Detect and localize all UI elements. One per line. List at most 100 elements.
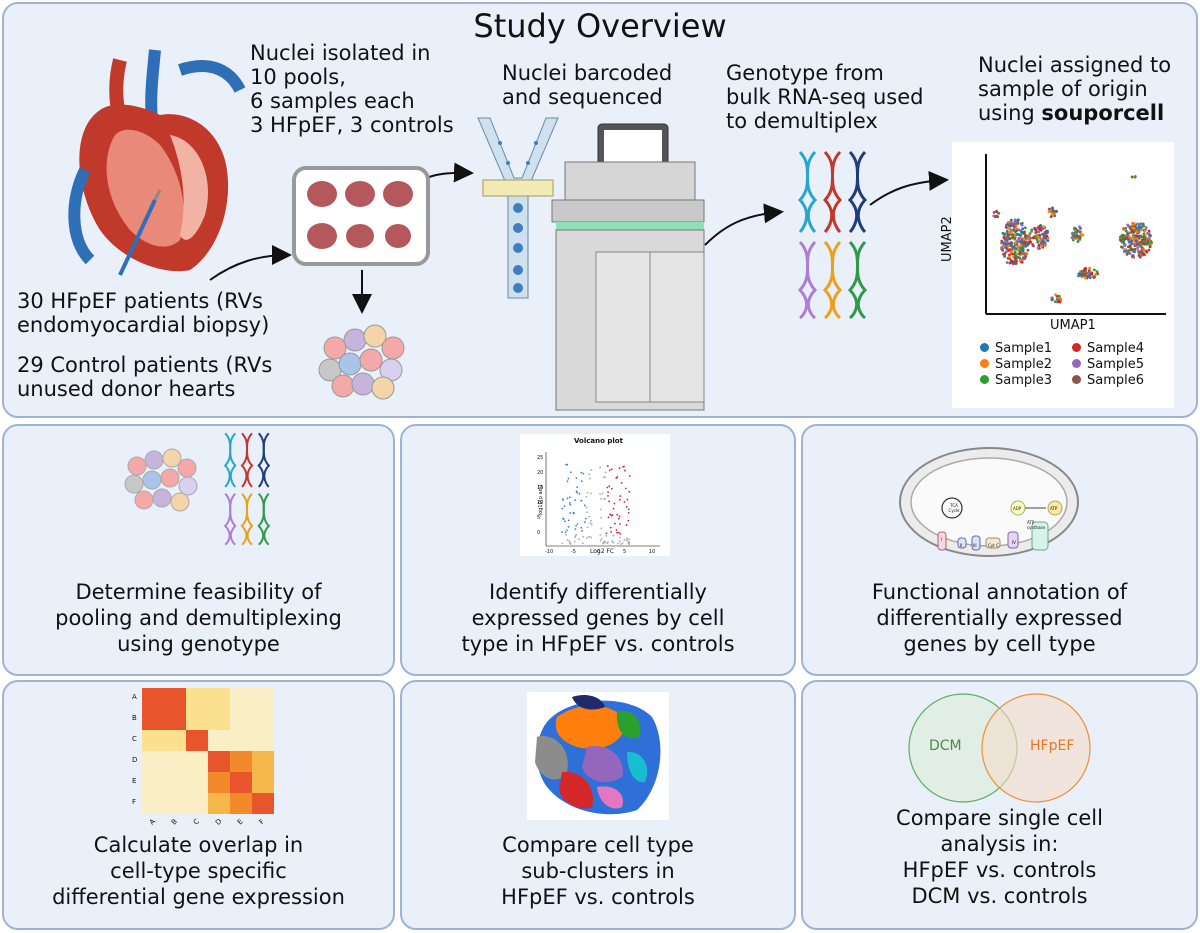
umap-point: [1040, 244, 1044, 248]
umap-point: [1026, 248, 1030, 252]
volcano-point: [615, 529, 618, 531]
umap-point: [1130, 240, 1133, 243]
umap-point: [1033, 228, 1037, 232]
umap-point: [1039, 241, 1043, 245]
volcano-point: [610, 468, 613, 471]
subcluster-umap-illustration: [527, 692, 669, 820]
aim1-line3: using genotype: [117, 632, 280, 656]
umap-point: [1016, 244, 1020, 248]
umap-point: [1149, 243, 1153, 246]
arrow-to-pools: [209, 162, 949, 314]
volcano-point: [613, 502, 616, 505]
volcano-point: [615, 477, 618, 479]
volcano-point: [568, 502, 571, 504]
sequencer-illustration: [551, 123, 705, 411]
aim4-line3: differential gene expression: [52, 885, 345, 909]
assigned-line3-prefix: using: [978, 101, 1042, 125]
umap-point: [1014, 253, 1018, 257]
volcano-point: [609, 526, 612, 529]
umap-point: [1139, 240, 1143, 244]
umap-point: [1131, 249, 1135, 253]
volcano-ytick: 0: [537, 530, 541, 536]
umap-point: [1051, 212, 1055, 216]
volcano-point: [562, 498, 564, 501]
mito-complex3-label: III: [973, 543, 977, 548]
umap-point: [1132, 230, 1135, 234]
volcano-point: [619, 495, 622, 497]
aim1-line1: Determine feasibility of: [75, 580, 322, 604]
volcano-point: [570, 471, 572, 474]
volcano-point: [627, 508, 630, 511]
volcano-xtick: 5: [623, 549, 627, 555]
volcano-point: [627, 519, 630, 522]
umap-point: [1031, 243, 1035, 247]
volcano-point: [606, 465, 609, 467]
dna-illustration: [797, 150, 868, 320]
umap-point: [1138, 226, 1142, 230]
volcano-point: [623, 465, 625, 468]
umap-point: [1010, 259, 1014, 263]
umap-point: [1145, 250, 1149, 254]
umap-point: [1094, 272, 1098, 276]
aim4-line2: cell-type specific: [110, 859, 287, 883]
volcano-point: [618, 523, 621, 525]
umap-point: [1036, 246, 1040, 250]
volcano-point: [590, 536, 593, 539]
umap-point: [1031, 236, 1035, 240]
assigned-line3: using souporcell: [978, 101, 1164, 125]
volcano-point: [620, 481, 623, 484]
heatmap-cell: [142, 751, 164, 772]
volcano-point: [561, 542, 564, 545]
volcano-plot: [520, 434, 670, 556]
umap-point: [1079, 232, 1083, 236]
umap-point: [1010, 221, 1014, 225]
umap-point: [1046, 237, 1050, 240]
umap-point: [1127, 240, 1131, 244]
umap-point: [1043, 236, 1047, 240]
umap-point: [1008, 233, 1012, 236]
volcano-point: [619, 536, 622, 539]
volcano-point: [599, 466, 601, 469]
umap-point: [1121, 237, 1125, 241]
aim3-line2: differentially expressed: [876, 606, 1123, 630]
volcano-point: [625, 506, 628, 508]
umap-point: [1015, 239, 1019, 243]
legend-item: Sample4: [1072, 341, 1144, 356]
volcano-point: [602, 476, 605, 479]
volcano-point: [624, 469, 626, 472]
heatmap-cell: [164, 688, 186, 709]
volcano-point: [628, 475, 631, 477]
umap-point: [1074, 235, 1077, 238]
genotype-line3: to demultiplex: [726, 109, 878, 133]
umap-point: [1011, 248, 1014, 251]
aim2-line1: Identify differentially: [489, 580, 707, 604]
volcano-point: [590, 469, 593, 471]
umap-point: [1136, 249, 1140, 253]
umap-point: [1011, 252, 1014, 256]
umap-point: [1124, 237, 1127, 241]
umap-point: [1131, 223, 1135, 227]
heatmap-cell: [252, 730, 274, 751]
volcano-point: [614, 522, 616, 525]
volcano-point: [608, 500, 611, 503]
mitochondrion-illustration: [899, 447, 1079, 557]
legend-label: Sample2: [995, 357, 1053, 372]
volcano-point: [576, 523, 579, 525]
umap-point: [1122, 249, 1126, 253]
volcano-xtick: 0: [597, 549, 601, 555]
volcano-point: [605, 532, 608, 535]
volcano-point: [608, 469, 611, 472]
volcano-point: [575, 524, 577, 527]
heatmap-cell: [252, 772, 274, 793]
heatmap-cell: [252, 751, 274, 772]
umap-point: [1126, 223, 1130, 227]
volcano-point: [589, 522, 592, 524]
umap-point: [1007, 249, 1011, 252]
heatmap-cell: [186, 772, 208, 793]
umap-point: [1020, 245, 1024, 249]
volcano-point: [617, 531, 620, 534]
umap-point: [1131, 254, 1134, 258]
volcano-point: [581, 530, 583, 532]
umap-point: [994, 209, 998, 213]
umap-point: [1005, 261, 1009, 264]
